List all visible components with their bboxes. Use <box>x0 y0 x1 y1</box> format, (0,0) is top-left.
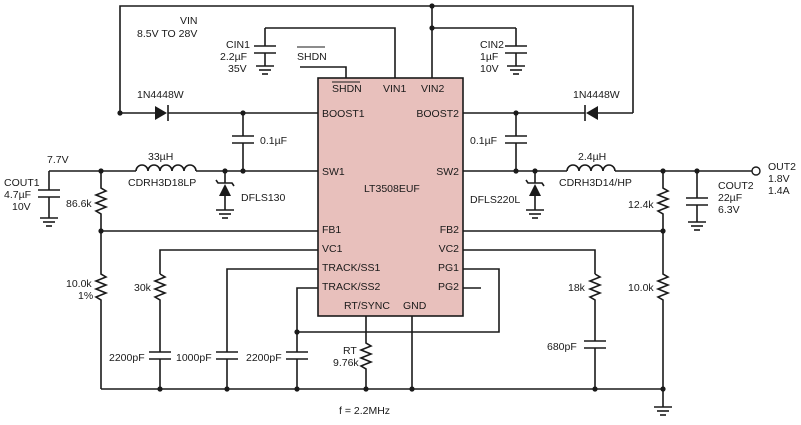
vc1-network <box>149 249 318 389</box>
out1-voltage: 7.7V <box>47 154 69 166</box>
cout1-value: 4.7µF <box>4 189 31 201</box>
pin-fb2: FB2 <box>440 224 459 236</box>
boost1-cap-label: 0.1µF <box>260 135 287 147</box>
sw2-node <box>463 168 567 174</box>
cout2-value: 22µF <box>718 192 742 204</box>
l2-value: 2.4µH <box>578 151 606 163</box>
pin-vc2: VC2 <box>439 243 460 255</box>
pin-shdn: SHDN <box>332 83 362 95</box>
gnd-pin-line <box>409 316 415 392</box>
cin1-rating: 35V <box>228 63 247 75</box>
pin-vc1: VC1 <box>322 243 343 255</box>
boost2-cap-label: 0.1µF <box>470 135 497 147</box>
boost1-diode <box>117 105 318 121</box>
pg1-loop <box>297 268 500 333</box>
r-fb1-bot <box>93 231 109 389</box>
r-fb2-top <box>655 171 671 231</box>
pin-pg2: PG2 <box>438 281 459 293</box>
boost2-diode <box>463 105 633 121</box>
cout1-capacitor <box>38 171 60 227</box>
cout1-rating: 10V <box>12 201 31 213</box>
vin-label: VIN <box>180 15 198 27</box>
cout2-rating: 6.3V <box>718 204 740 216</box>
boost1-capacitor <box>232 113 254 171</box>
cin1-name: CIN1 <box>226 39 250 51</box>
r-fb1-bot-tol: 1% <box>78 290 93 302</box>
vc2-network <box>463 249 606 389</box>
pin-fb1: FB1 <box>322 224 341 236</box>
boost2-diode-label: 1N4448W <box>573 89 620 101</box>
out2-voltage: 1.8V <box>768 173 790 185</box>
shdn-line <box>297 46 347 78</box>
r-pg-label: 18k <box>568 282 586 294</box>
c-ss1-label: 1000pF <box>176 352 212 364</box>
out2-current: 1.4A <box>768 185 790 197</box>
freq-label: f = 2.2MHz <box>339 405 390 417</box>
cin2-capacitor <box>505 28 527 75</box>
r-fb2-top-label: 12.4k <box>628 199 654 211</box>
rt-value: 9.76k <box>333 357 359 369</box>
pin-boost2: BOOST2 <box>416 108 459 120</box>
vin-rail <box>119 3 634 113</box>
c-pg-label: 680pF <box>547 341 577 353</box>
c-ss2-label: 2200pF <box>246 352 282 364</box>
out2-name: OUT2 <box>768 161 796 173</box>
pin-track-ss2: TRACK/SS2 <box>322 281 381 293</box>
pin-pg1: PG1 <box>438 262 459 274</box>
pin-boost1: BOOST1 <box>322 108 365 120</box>
cin2-value: 1µF <box>480 51 498 63</box>
rt-name: RT <box>343 345 357 357</box>
ic-part-label: LT3508EUF <box>364 183 420 195</box>
schottky-d2 <box>525 171 545 210</box>
cin1-value: 2.2µF <box>220 51 247 63</box>
l1-part: CDRH3D18LP <box>128 177 196 189</box>
cout2-capacitor <box>686 171 708 231</box>
r-fb1-top-label: 86.6k <box>66 198 92 210</box>
l2-part: CDRH3D14/HP <box>559 177 632 189</box>
cin2-rating: 10V <box>480 63 499 75</box>
r-fb2-bot-label: 10.0k <box>628 282 654 294</box>
inductor-l1 <box>135 164 225 172</box>
ic-body <box>317 77 464 317</box>
pin-gnd: GND <box>403 300 427 312</box>
fb2-line <box>463 228 666 234</box>
cin2-name: CIN2 <box>480 39 504 51</box>
d2-label: DFLS220L <box>470 194 520 206</box>
pin-sw1: SW1 <box>322 166 345 178</box>
sw1-node <box>222 168 318 174</box>
r-fb2-bot <box>655 231 671 389</box>
cout1-name: COUT1 <box>4 177 40 189</box>
pin-rt-sync: RT/SYNC <box>344 300 390 312</box>
r-fb1-top <box>93 171 109 231</box>
ground-rail <box>101 386 672 416</box>
ss1-capacitor <box>216 268 318 389</box>
pin-vin1: VIN1 <box>383 83 407 95</box>
ground-d1 <box>216 209 234 219</box>
boost1-diode-label: 1N4448W <box>137 89 184 101</box>
inductor-l2 <box>566 164 761 176</box>
vin-range: 8.5V TO 28V <box>137 28 197 40</box>
pin-vin2: VIN2 <box>421 83 445 95</box>
l1-value: 33µH <box>148 151 173 163</box>
ss2-capacitor <box>286 287 318 389</box>
fb1-line <box>98 228 318 234</box>
pin-sw2: SW2 <box>436 166 459 178</box>
r-vc1-label: 30k <box>134 282 152 294</box>
cout2-name: COUT2 <box>718 180 754 192</box>
out1-rail <box>49 168 136 174</box>
r-fb1-bot-value: 10.0k <box>66 278 92 290</box>
pin-track-ss1: TRACK/SS1 <box>322 262 381 274</box>
boost2-capacitor <box>505 113 527 171</box>
cin1-capacitor <box>254 28 276 75</box>
rt-resistor <box>358 316 374 392</box>
schottky-d1 <box>215 171 235 210</box>
c-vc1-label: 2200pF <box>109 352 145 364</box>
shdn-label: SHDN <box>297 51 327 63</box>
d1-label: DFLS130 <box>241 192 286 204</box>
ground-d2 <box>526 209 544 219</box>
